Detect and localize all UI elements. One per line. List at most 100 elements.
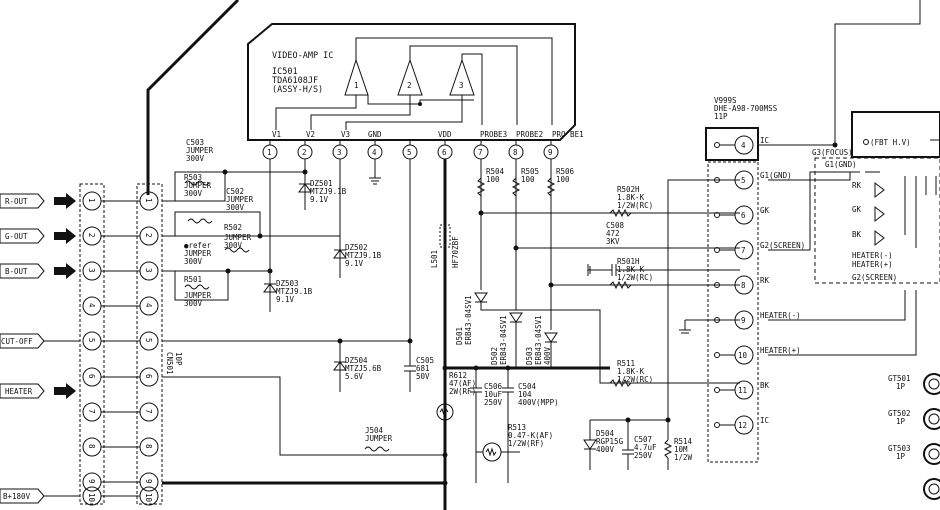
svg-text:300V: 300V: [184, 257, 203, 266]
svg-text:C508: C508: [606, 221, 625, 230]
socket-pin-4: 4IC: [714, 135, 769, 155]
svg-text:MTZJ9.1B: MTZJ9.1B: [310, 187, 347, 196]
svg-text:C505: C505: [416, 356, 434, 365]
svg-text:CUT-OFF: CUT-OFF: [1, 337, 33, 346]
svg-text:250V: 250V: [484, 398, 503, 407]
amp-2-label: 2: [407, 81, 412, 90]
svg-text:4: 4: [144, 303, 153, 308]
ic-pin-3: 3: [332, 140, 348, 160]
svg-text:9: 9: [87, 479, 96, 484]
svg-text:GK: GK: [760, 206, 770, 215]
component-labels-left: C503 JUMPER 300V R503 JUMPER 300V C502 J…: [184, 138, 434, 443]
probe-network: [436, 159, 740, 486]
component-labels-mid: L501 HF70ZBF R504 100 R505 100 R506 100 …: [430, 167, 575, 448]
component-labels-right: R502H 1.8K-K 1/2W(RC) C508 472 3KV R501H…: [596, 185, 693, 462]
svg-text:L501: L501: [430, 250, 439, 268]
svg-text:6: 6: [87, 374, 96, 379]
svg-text:1/2W(RC): 1/2W(RC): [617, 201, 653, 210]
amp-3-label: 3: [459, 81, 464, 90]
svg-text:IC: IC: [760, 416, 769, 425]
svg-text:2W(RF): 2W(RF): [449, 387, 476, 396]
svg-text:D503: D503: [525, 347, 534, 365]
connector-pin-a-9: 9: [82, 472, 102, 492]
svg-text:ERB43-04SV1: ERB43-04SV1: [499, 315, 508, 365]
gt502-ref: GT502: [888, 409, 911, 418]
signal-arrows: [54, 193, 76, 399]
svg-text:1.8K-K: 1.8K-K: [617, 265, 645, 274]
svg-text:7: 7: [144, 409, 153, 414]
svg-text:D504: D504: [596, 429, 615, 438]
pin-name-vdd: VDD: [438, 130, 452, 139]
connector-pin-b-3: 3: [139, 261, 159, 281]
svg-text:5.6V: 5.6V: [345, 372, 364, 381]
svg-text:472: 472: [606, 229, 620, 238]
input-labels: R-OUT G-OUT B-OUT CUT-OFF HEATER B+180V: [0, 193, 80, 504]
ic-pin-1: 1: [262, 140, 278, 160]
pin-name-v3: V3: [341, 130, 350, 139]
svg-text:300V: 300V: [184, 299, 203, 308]
connector-pin-b-6: 6: [139, 367, 159, 387]
input-cut-off: CUT-OFF: [0, 333, 45, 349]
svg-text:100: 100: [521, 175, 535, 184]
svg-text:9: 9: [548, 148, 553, 157]
ground-terminals: GT501 1P GT502 1P GT503 1P: [888, 373, 940, 500]
gt501-size: 1P: [896, 382, 906, 391]
socket-ref: V999S: [714, 96, 737, 105]
cathode-network: [583, 179, 740, 470]
svg-text:JUMPER: JUMPER: [224, 233, 252, 242]
svg-text:DZ501: DZ501: [310, 179, 333, 188]
svg-text:R513: R513: [508, 423, 526, 432]
pin-name-probe3: PROBE3: [480, 130, 507, 139]
ic-part: TDA6108JF: [272, 76, 318, 86]
pin-name-v1: V1: [272, 130, 281, 139]
svg-text:R511: R511: [617, 359, 635, 368]
svg-text:100: 100: [556, 175, 570, 184]
svg-text:8: 8: [144, 444, 153, 449]
svg-text:HEATER: HEATER: [5, 387, 33, 396]
svg-text:9.1V: 9.1V: [276, 295, 295, 304]
svg-text:4: 4: [741, 141, 746, 150]
connector-pin-b-7: 7: [139, 402, 159, 422]
ground-symbol: [369, 159, 381, 185]
svg-text:C507: C507: [634, 435, 652, 444]
connector-pin-a-3: 3: [82, 261, 102, 281]
svg-text:JUMPER: JUMPER: [184, 181, 212, 190]
svg-text:4.7uF: 4.7uF: [634, 443, 657, 452]
svg-text:C504: C504: [518, 382, 537, 391]
svg-text:5: 5: [741, 176, 746, 185]
connector-pin-a-1: 1: [82, 191, 102, 211]
svg-text:JUMPER: JUMPER: [226, 195, 254, 204]
connector-pin-a-2: 2: [82, 226, 102, 246]
connector-pin-b-2: 2: [139, 226, 159, 246]
svg-text:3: 3: [87, 268, 96, 273]
svg-text:400V: 400V: [596, 445, 615, 454]
svg-text:9: 9: [144, 479, 153, 484]
ic-pins: 1 2 3 4 5 6 7 8 9: [262, 140, 559, 160]
ic-ref: IC501: [272, 67, 298, 77]
svg-text:1/2W(RF): 1/2W(RF): [508, 439, 544, 448]
svg-text:7: 7: [478, 148, 483, 157]
ic-pin-9: 9: [543, 140, 559, 160]
svg-text:R502: R502: [224, 223, 242, 232]
socket-pin-5: 5G1(GND): [714, 170, 792, 190]
svg-text:10uF: 10uF: [484, 390, 503, 399]
svg-text:DZ503: DZ503: [276, 279, 299, 288]
socket-pins-count: 11P: [714, 112, 728, 121]
pin-name-gnd: GND: [368, 130, 382, 139]
svg-text:R501H: R501H: [617, 257, 640, 266]
svg-text:5: 5: [407, 148, 412, 157]
socket-pins: 4IC5G1(GND)6GK7G2(SCREEN)8RK9HEATER(-)10…: [714, 135, 805, 435]
svg-text:1/2W(RC): 1/2W(RC): [617, 375, 653, 384]
svg-text:5: 5: [144, 338, 153, 343]
socket-part: DHE-A98-700MSS: [714, 104, 778, 113]
svg-text:10: 10: [144, 493, 153, 503]
gt501-ref: GT501: [888, 374, 911, 383]
ic501-block: VIDEO-AMP IC IC501 TDA6108JF (ASSY-H/S) …: [247, 23, 584, 141]
svg-text:●refer: ●refer: [184, 241, 212, 250]
svg-text:0.47-K(AF): 0.47-K(AF): [508, 431, 553, 440]
svg-text:300V: 300V: [186, 154, 205, 163]
connector-pin-a-6: 6: [82, 367, 102, 387]
svg-text:RK: RK: [760, 276, 770, 285]
svg-text:12: 12: [738, 421, 747, 430]
svg-text:R502H: R502H: [617, 185, 640, 194]
